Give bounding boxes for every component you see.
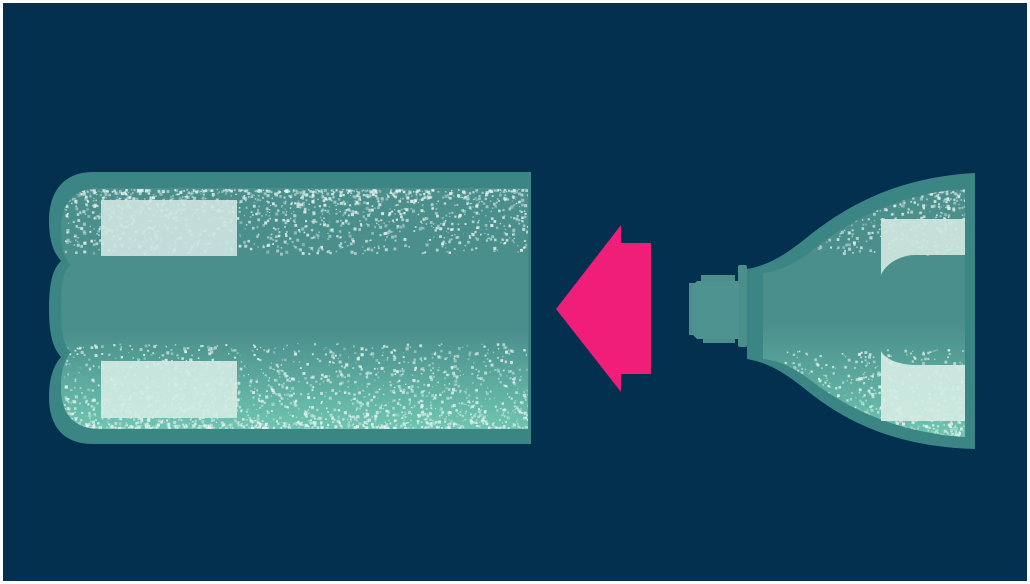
- bottle-bottom-icon: [49, 172, 531, 444]
- illustration: [3, 3, 1027, 581]
- label-panel-top: [101, 200, 237, 256]
- label-panel-bottom: [101, 361, 237, 418]
- bottle-cut-diagram: [3, 3, 1027, 581]
- bottle-neck-threads: [689, 271, 743, 347]
